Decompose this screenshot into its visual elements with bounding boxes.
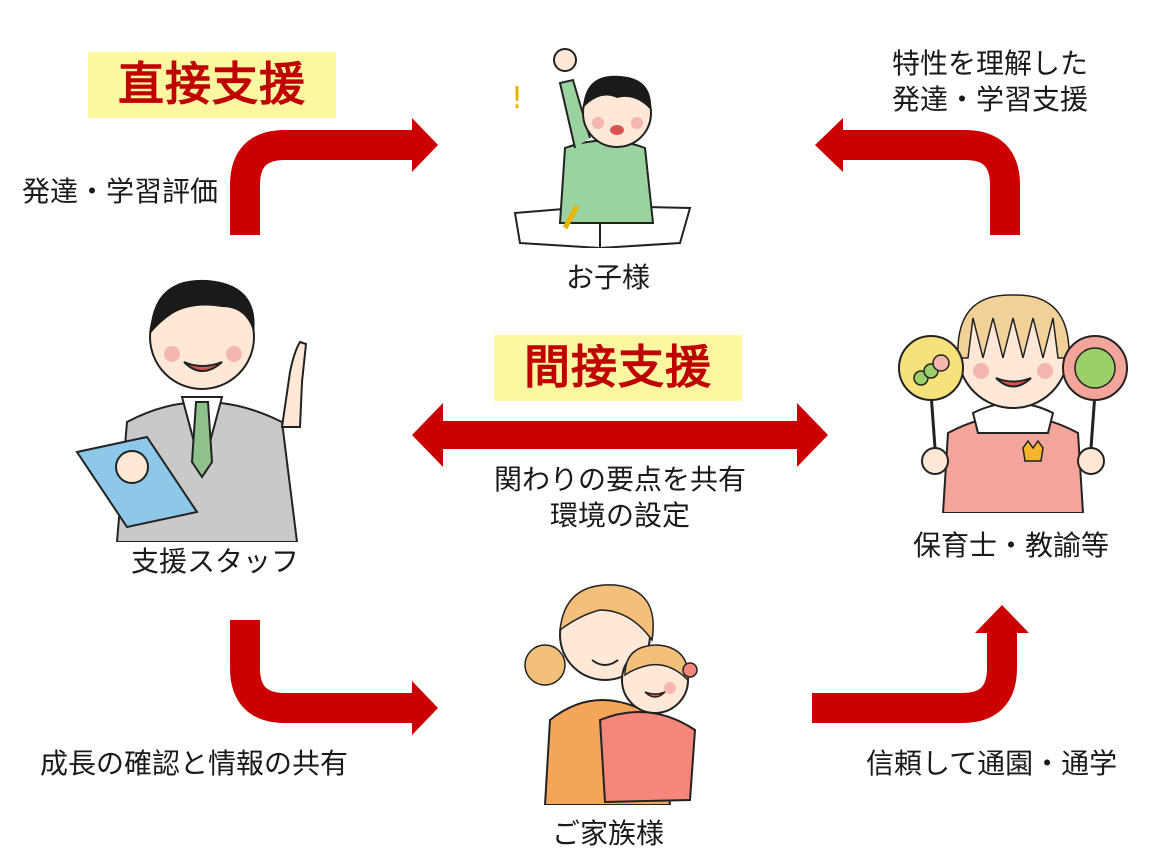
- arrow-staff-to-child-head: [412, 118, 438, 172]
- label-teacher-support-line2: 発達・学習支援: [891, 83, 1088, 116]
- label-share-line2: 環境の設定: [549, 499, 690, 532]
- label-share: 関わりの要点を共有 環境の設定: [440, 462, 800, 534]
- svg-text:!: !: [511, 81, 523, 116]
- arrow-staff-to-family-head: [412, 681, 438, 735]
- label-teacher-support-line1: 特性を理解した: [891, 47, 1088, 80]
- label-teachers: 保育士・教諭等: [912, 529, 1109, 562]
- label-assessment: 発達・学習評価: [22, 175, 219, 208]
- indirect-support-badge: 間接支援: [494, 335, 742, 401]
- label-teacher-support: 特性を理解した 発達・学習支援: [840, 46, 1140, 118]
- arrow-staff-to-family: [230, 620, 415, 723]
- label-staff: 支援スタッフ: [130, 545, 299, 578]
- arrow-staff-teachers-right-head: [797, 403, 828, 467]
- teacher-illustration: [898, 294, 1128, 513]
- arrow-family-to-teachers-head: [975, 605, 1029, 633]
- label-growth: 成長の確認と情報の共有: [40, 747, 349, 780]
- label-trust: 信頼して通園・通学: [866, 747, 1118, 780]
- label-family: ご家族様: [551, 817, 664, 850]
- arrow-teachers-to-child: [840, 130, 1020, 235]
- label-child: お子様: [565, 261, 650, 294]
- arrow-family-to-teachers: [812, 630, 1017, 723]
- arrow-staff-teachers-left-head: [412, 403, 443, 467]
- arrow-teachers-to-child-head: [815, 118, 843, 172]
- staff-illustration: [75, 279, 308, 542]
- arrow-staff-teachers-shaft: [440, 421, 800, 449]
- family-illustration: [524, 584, 698, 805]
- direct-support-badge: 直接支援: [88, 52, 336, 118]
- arrow-staff-to-child: [230, 130, 415, 235]
- child-illustration: !: [511, 48, 692, 248]
- label-share-line1: 関わりの要点を共有: [493, 463, 746, 496]
